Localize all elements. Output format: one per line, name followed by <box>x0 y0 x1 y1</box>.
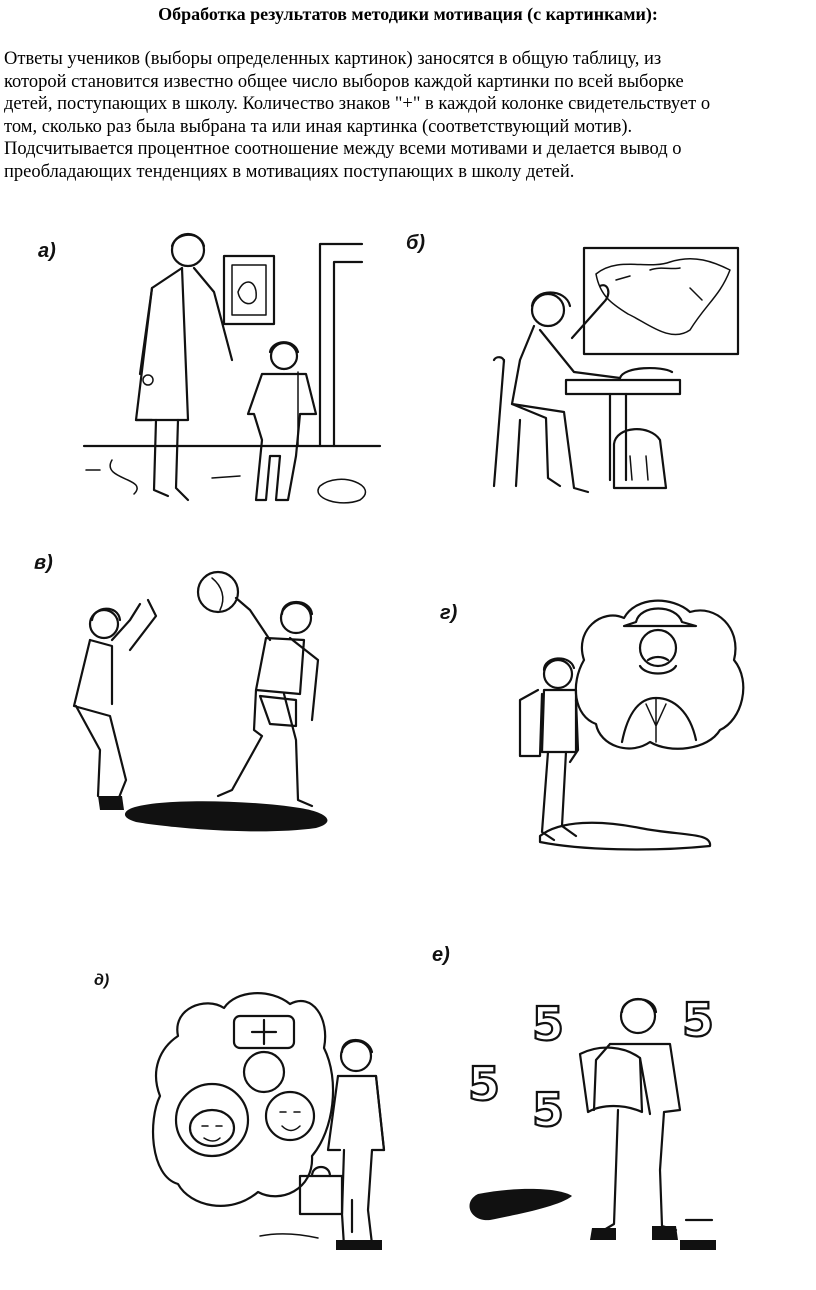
grade-five-2: 5 <box>682 993 714 1047</box>
paragraph-line: преобладающих тенденциях в мотивациях по… <box>4 161 575 182</box>
paragraph-line: том, сколько раз была выбрана та или ина… <box>4 116 633 137</box>
picture-label-g: г) <box>440 602 458 624</box>
picture-label-v: в) <box>34 552 53 574</box>
picture-v-children-playing-ball <box>72 570 328 832</box>
picture-a-teacher-and-child <box>82 232 382 504</box>
page-title: Обработка результатов методики мотивация… <box>158 4 658 24</box>
picture-label-d: д) <box>94 972 110 989</box>
paragraph-line: которой становится известно общее число … <box>4 71 684 92</box>
picture-g-boy-dreaming <box>518 599 745 851</box>
paragraph-line: Ответы учеников (выборы определенных кар… <box>4 49 662 69</box>
picture-label-b: б) <box>406 232 426 254</box>
picture-b-pupil-at-desk <box>492 246 740 494</box>
picture-label-a: а) <box>38 240 56 262</box>
picture-e-boy-with-fives: 5 5 5 5 <box>467 992 716 1250</box>
instruction-paragraph: Ответы учеников (выборы определенных кар… <box>4 48 812 184</box>
paragraph-line: детей, поступающих в школу. Количество з… <box>4 94 711 115</box>
picture-label-e: е) <box>432 944 450 966</box>
grade-five-3: 5 <box>468 1057 500 1111</box>
grade-five-1: 5 <box>532 997 564 1051</box>
grade-five-4: 5 <box>532 1083 564 1137</box>
paragraph-line: Подсчитывается процентное соотношение ме… <box>4 139 682 160</box>
picture-d-boy-dreaming-professions <box>151 992 386 1250</box>
